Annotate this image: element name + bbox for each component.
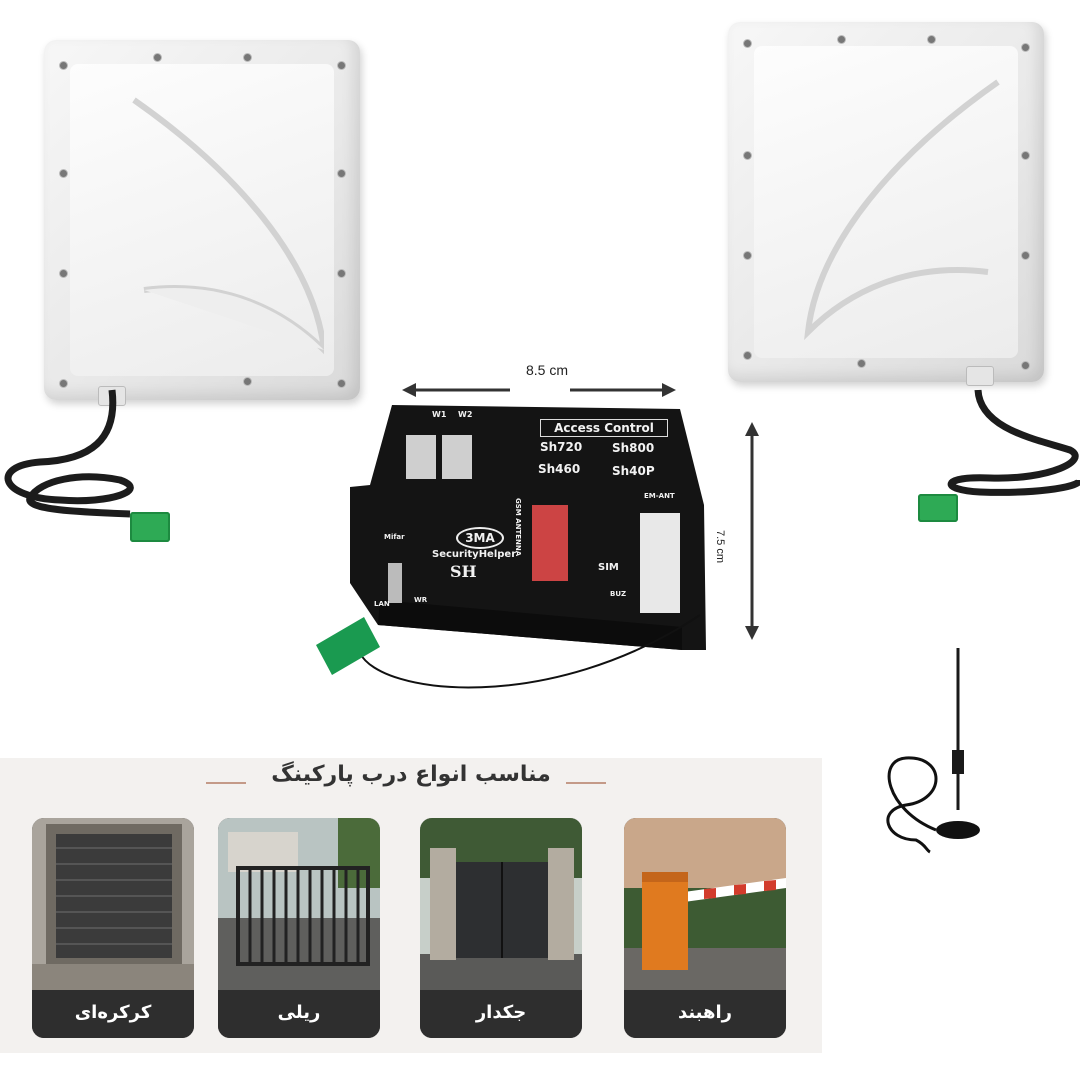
gate-label-sliding: ریلی (218, 990, 380, 1038)
uhf-antenna-right (728, 22, 1044, 386)
gsm-antenna-icon (886, 648, 980, 854)
width-arrow-icon (402, 383, 676, 397)
barrier-gate-image (624, 818, 786, 990)
port-wr: WR (414, 596, 428, 604)
model-sh720: Sh720 (540, 440, 583, 454)
port-sim: SIM (598, 562, 619, 573)
port-w2: W2 (458, 410, 473, 419)
model-sh40p: Sh40P (612, 464, 655, 478)
controller-board (316, 405, 706, 689)
port-em-ant: EM-ANT (644, 492, 675, 500)
model-sh800: Sh800 (612, 441, 655, 455)
gate-card-rolling-shutter: کرکره‌ای (32, 818, 194, 1038)
gate-card-sliding: ریلی (218, 818, 380, 1038)
antenna-cable-left (4, 389, 134, 518)
brand-logo: 3MA (456, 527, 504, 549)
terminal-block-left (130, 512, 170, 542)
gate-label-swing: جکدار (420, 990, 582, 1038)
brand-name: SecurityHelper (432, 549, 517, 560)
uhf-antenna-left (44, 40, 360, 406)
height-arrow-icon (745, 422, 759, 640)
port-gsm-antenna: GSM ANTENNA (514, 498, 522, 557)
gate-card-swing: جکدار (420, 818, 582, 1038)
terminal-block-right (918, 494, 958, 522)
model-sh460: Sh460 (538, 462, 581, 476)
rolling-shutter-image (32, 818, 194, 990)
brand-mark: SH (450, 562, 477, 581)
sliding-gate-image (218, 818, 380, 990)
gate-types-section: مناسب انواع درب پارکینگ کرکره‌ای (0, 758, 822, 1053)
swing-gate-image (420, 818, 582, 990)
port-lan: LAN (374, 600, 390, 608)
port-mifar: Mifar (384, 533, 405, 541)
gate-types-title: مناسب انواع درب پارکینگ (271, 762, 551, 787)
gate-card-barrier: راهبند (624, 818, 786, 1038)
port-buz: BUZ (610, 590, 627, 598)
antenna-curve-icon (132, 97, 324, 355)
gate-label-rolling-shutter: کرکره‌ای (32, 990, 194, 1038)
width-dimension-label: 8.5 cm (526, 362, 569, 378)
port-w1: W1 (432, 410, 447, 419)
gate-label-barrier: راهبند (624, 990, 786, 1038)
antenna-cable-right (947, 389, 1080, 496)
access-control-title: Access Control (540, 419, 668, 437)
antenna-curve-icon (804, 79, 1000, 341)
